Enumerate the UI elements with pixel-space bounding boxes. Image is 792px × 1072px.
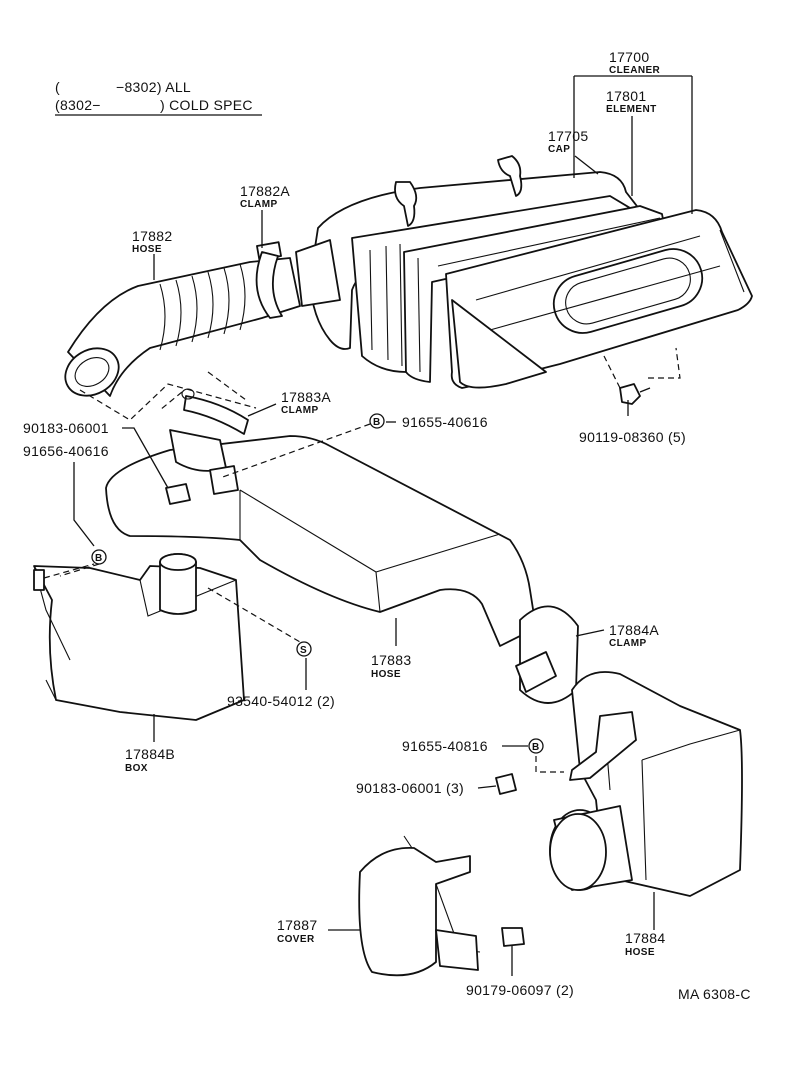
spec-legend: ( −8302) ALL (8302− ) COLD SPEC [55, 79, 262, 116]
leader-lines [73, 75, 693, 976]
spec-line-1-prefix: ( [55, 79, 60, 95]
case-ribs [369, 243, 403, 367]
label-90179-06097: 90179-06097 (2) [466, 982, 574, 998]
cap-clip-2 [497, 155, 523, 197]
spec-line-2-prefix: (8302− [55, 97, 101, 113]
clamp-17882A [255, 251, 283, 319]
label-17700-number: 17700 [609, 49, 649, 65]
nut-90183-06001-a [165, 483, 191, 505]
label-17884A-number: 17884A [609, 622, 659, 638]
label-17884-number: 17884 [625, 930, 665, 946]
box-17884b [33, 553, 301, 721]
leader-17700 [573, 75, 693, 214]
label-17882A-name: CLAMP [240, 199, 278, 210]
hose-17882-bellows [159, 263, 246, 351]
marker-b-3-label: B [532, 742, 539, 753]
box-17884b-pipe [159, 562, 197, 615]
label-91656-40616: 91656-40616 [23, 443, 109, 459]
clamp-17884A-bracket [515, 651, 557, 693]
hose-17882-body [67, 257, 301, 397]
label-90183-06001-3: 90183-06001 (3) [356, 780, 464, 796]
label-93540-54012: 93540-54012 (2) [227, 693, 335, 709]
label-17884A-name: CLAMP [609, 638, 647, 649]
box-17884b-inlet-top [159, 553, 197, 571]
label-17883A-name: CLAMP [281, 405, 319, 416]
label-17883-name: HOSE [371, 669, 401, 680]
box-17884b-guides [43, 563, 301, 643]
cover-17887-tab [435, 929, 479, 971]
hose-17882-guide [79, 383, 257, 421]
hose-17883-tab [209, 465, 239, 495]
label-17884B-name: BOX [125, 763, 148, 774]
spec-line-1: −8302) ALL [116, 79, 191, 95]
label-91655-40816: 91655-40816 [402, 738, 488, 754]
nut-90183-06001-b [495, 773, 517, 795]
nut-90179-06097 [501, 927, 525, 947]
clamp-17883A-guide [159, 371, 247, 411]
leader-90183-a [122, 427, 169, 489]
clamp-17883A-screw [181, 388, 195, 400]
marker-b-1 [369, 413, 385, 429]
marker-b-2-label: B [95, 553, 102, 564]
label-17700-name: CLEANER [609, 65, 661, 76]
label-90183-06001: 90183-06001 [23, 420, 109, 436]
part-labels: 17700 CLEANER 17801 ELEMENT 17705 CAP 17… [23, 49, 751, 1002]
hose-17882-neck [295, 239, 341, 307]
label-17883-number: 17883 [371, 652, 411, 668]
hose-17882 [64, 239, 341, 421]
label-17883A-number: 17883A [281, 389, 331, 405]
hose-17882-mouth-inner [74, 357, 110, 387]
cover-17887-body [358, 847, 471, 977]
hose-17884-guide [535, 756, 564, 773]
label-17882-number: 17882 [132, 228, 172, 244]
label-17801-name: ELEMENT [606, 104, 657, 115]
label-17884-name: HOSE [625, 947, 655, 958]
bolt-guide [603, 347, 681, 389]
leader-90183-b [477, 785, 497, 789]
label-90119-08360: 90119-08360 (5) [579, 429, 686, 445]
leader-91656 [73, 462, 95, 547]
label-17882-name: HOSE [132, 244, 162, 255]
air-cleaner-assembly [309, 155, 753, 405]
label-91655-40616: 91655-40616 [402, 414, 488, 430]
element-pleats [417, 217, 661, 373]
label-17887-name: COVER [277, 934, 315, 945]
hose-17884-bracket [569, 711, 637, 781]
marker-s-label: S [300, 645, 307, 656]
markers: B B S B [59, 413, 544, 754]
hose-17884-mouth-front [549, 813, 607, 891]
label-17705-name: CAP [548, 144, 570, 155]
leader-17884A [575, 629, 605, 637]
cap-clip-1 [394, 181, 418, 227]
clamp-17883A [183, 395, 249, 435]
label-17887-number: 17887 [277, 917, 317, 933]
cap-front [451, 299, 547, 389]
cover-17887 [358, 835, 525, 977]
bolt-shank [639, 387, 651, 393]
hose-17884 [495, 605, 743, 897]
diagram-code: MA 6308-C [678, 986, 751, 1002]
label-17705-number: 17705 [548, 128, 588, 144]
cap-edges [475, 229, 745, 331]
bolt-90119 [619, 383, 641, 405]
label-17801-number: 17801 [606, 88, 646, 104]
marker-s [296, 641, 312, 657]
leader-17883A [247, 403, 277, 417]
marker-b-3 [528, 738, 544, 754]
spec-line-2: ) COLD SPEC [160, 97, 253, 113]
leader-17705 [574, 155, 599, 175]
marker-b-1-label: B [373, 417, 380, 428]
hose-17883-edges [239, 489, 501, 613]
hose-17883 [105, 371, 537, 647]
label-17884B-number: 17884B [125, 746, 175, 762]
marker-guides [59, 423, 371, 577]
box-17884b-bracket [33, 569, 45, 591]
label-17882A-number: 17882A [240, 183, 290, 199]
